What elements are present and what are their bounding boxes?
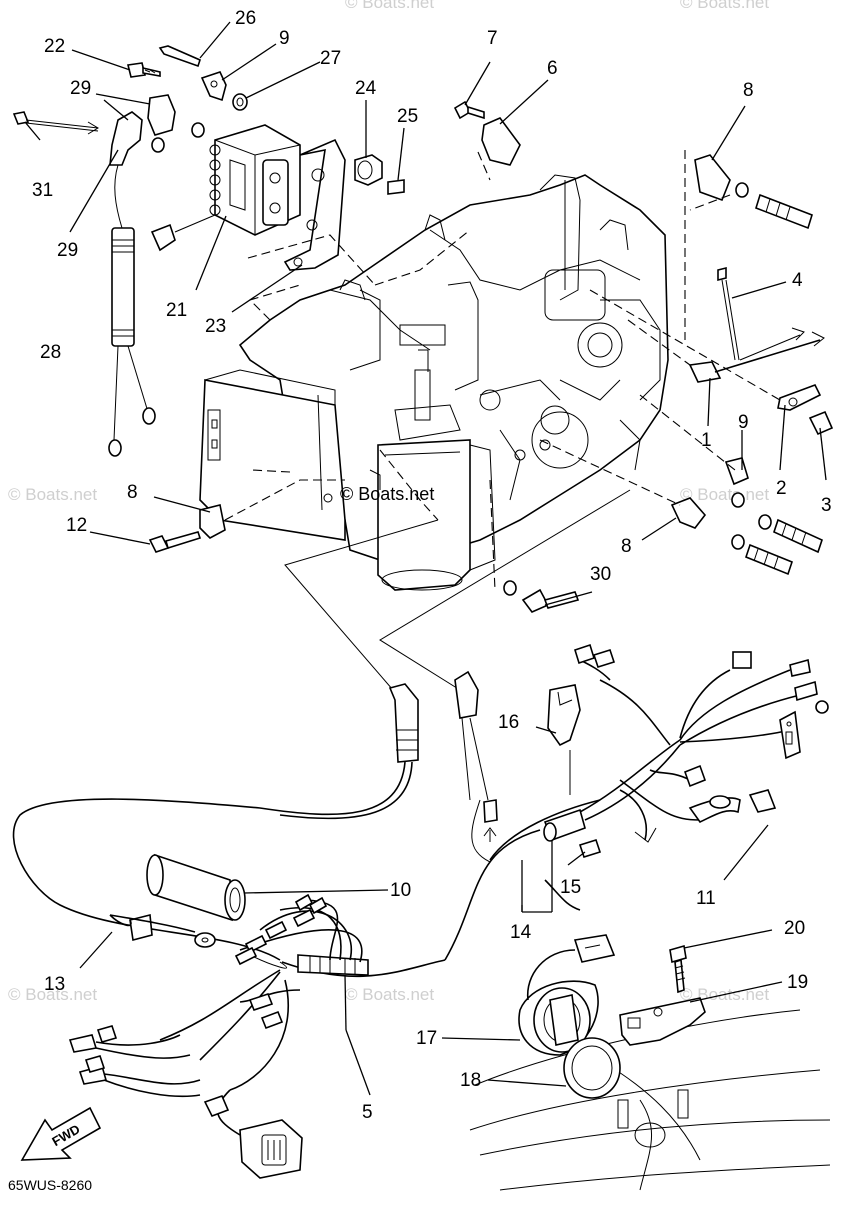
callout-23: 23 bbox=[205, 316, 226, 337]
callout-18: 18 bbox=[460, 1070, 481, 1091]
callout-30: 30 bbox=[590, 564, 611, 585]
callout-4: 4 bbox=[792, 270, 803, 291]
leader-lines bbox=[24, 21, 827, 1096]
watermark-tile: © Boats.net bbox=[345, 0, 434, 12]
callout-6: 6 bbox=[547, 58, 558, 79]
watermark-center: © Boats.net bbox=[340, 484, 434, 504]
callout-31: 31 bbox=[32, 180, 53, 201]
wire-harness bbox=[12, 643, 829, 1179]
callout-9-b: 9 bbox=[738, 412, 749, 433]
top-right-parts bbox=[148, 100, 834, 613]
callout-8-b: 8 bbox=[127, 482, 138, 503]
fwd-arrow: FWD bbox=[20, 1106, 102, 1161]
callout-10: 10 bbox=[390, 880, 411, 901]
engine-block bbox=[199, 174, 669, 591]
watermark-tile: © Boats.net bbox=[8, 985, 97, 1004]
callout-21: 21 bbox=[166, 300, 187, 321]
watermark-tile: © Boats.net bbox=[8, 485, 97, 504]
diagram-code: 65WUS-8260 bbox=[8, 1177, 92, 1193]
callout-9: 9 bbox=[279, 28, 290, 49]
watermark-tile: © Boats.net bbox=[680, 0, 769, 12]
callout-14: 14 bbox=[510, 922, 532, 943]
callout-22: 22 bbox=[44, 36, 65, 57]
callout-7: 7 bbox=[487, 28, 498, 49]
callout-27: 27 bbox=[320, 48, 341, 69]
callout-29: 29 bbox=[70, 78, 91, 99]
callout-numbers: 1 2 3 4 5 6 7 8 9 10 11 12 13 14 15 16 1… bbox=[32, 8, 832, 1123]
callout-15: 15 bbox=[560, 877, 581, 898]
callout-8-c: 8 bbox=[621, 536, 632, 557]
callout-28: 28 bbox=[40, 342, 61, 363]
cowling-parts bbox=[469, 934, 831, 1191]
callout-26: 26 bbox=[235, 8, 256, 29]
callout-24: 24 bbox=[355, 78, 377, 99]
callout-17: 17 bbox=[416, 1028, 437, 1049]
callout-29-b: 29 bbox=[57, 240, 78, 261]
callout-8: 8 bbox=[743, 80, 754, 101]
callout-1: 1 bbox=[701, 430, 712, 451]
callout-11: 11 bbox=[696, 888, 716, 909]
callout-2: 2 bbox=[776, 478, 787, 499]
callout-16: 16 bbox=[498, 712, 519, 733]
callout-12: 12 bbox=[66, 515, 87, 536]
dashed-guides bbox=[224, 150, 781, 591]
harness-guides bbox=[284, 489, 631, 691]
callout-20: 20 bbox=[784, 918, 805, 939]
callout-5: 5 bbox=[362, 1102, 373, 1123]
callout-3: 3 bbox=[821, 495, 832, 516]
watermark-tile: © Boats.net bbox=[680, 485, 769, 504]
callout-13: 13 bbox=[44, 974, 65, 995]
callout-25: 25 bbox=[397, 106, 418, 127]
cdi-unit-assembly bbox=[12, 45, 405, 457]
callout-19: 19 bbox=[787, 972, 808, 993]
watermark-tile: © Boats.net bbox=[345, 985, 434, 1004]
